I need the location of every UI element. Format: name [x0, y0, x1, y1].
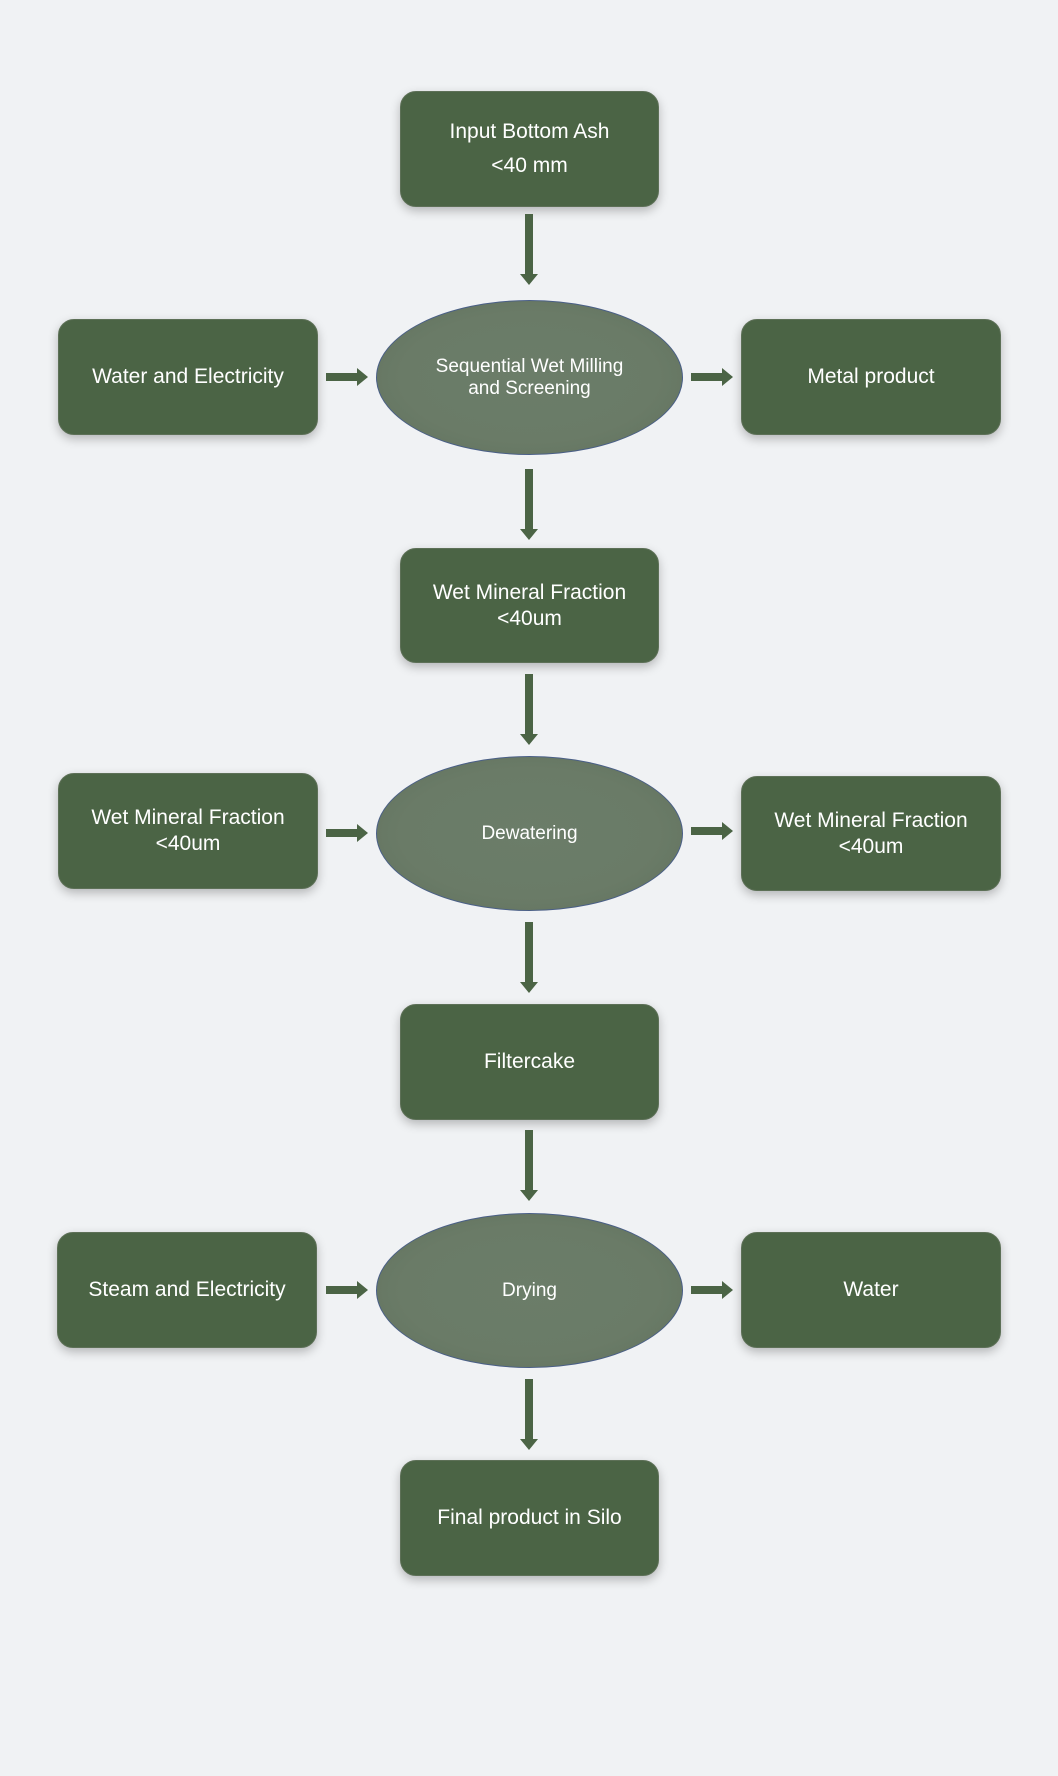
node-wet-mineral-fraction-output: Wet Mineral Fraction <40um	[741, 776, 1001, 891]
arrow-right-dewatering-to-output	[691, 822, 733, 840]
node-label-line-1: Metal product	[807, 365, 935, 388]
node-wet-mineral-fraction: Wet Mineral Fraction <40um	[400, 548, 659, 663]
arrow-down-milling-to-wet-mineral	[520, 469, 538, 540]
process-label-line-1: Sequential Wet Milling	[435, 355, 624, 377]
node-label-line-1: Wet Mineral Fraction	[774, 808, 968, 832]
node-label-line-1: Input Bottom Ash	[449, 120, 610, 143]
arrow-right-input-to-dewatering	[326, 824, 368, 842]
node-label-line-2: <40um	[497, 606, 562, 630]
arrow-down-dewatering-to-filtercake	[520, 922, 538, 993]
node-label-line-2: <40um	[838, 834, 904, 858]
arrow-right-steam-to-drying	[326, 1281, 368, 1299]
arrow-right-water-to-milling	[326, 368, 368, 386]
node-steam-and-electricity: Steam and Electricity	[57, 1232, 317, 1348]
node-label-line-2: <40 mm	[491, 154, 568, 177]
node-water-and-electricity: Water and Electricity	[58, 319, 318, 435]
arrow-down-input-to-milling	[520, 214, 538, 285]
process-label-line-1: Dewatering	[481, 822, 578, 844]
node-label-line-1: Final product in Silo	[437, 1506, 622, 1529]
node-label-line-1: Wet Mineral Fraction	[432, 580, 627, 604]
node-final-product-in-silo: Final product in Silo	[400, 1460, 659, 1576]
arrow-down-wet-mineral-to-dewatering	[520, 674, 538, 745]
node-wet-mineral-fraction-input: Wet Mineral Fraction <40um	[58, 773, 318, 889]
arrow-down-filtercake-to-drying	[520, 1130, 538, 1201]
arrow-down-drying-to-final	[520, 1379, 538, 1450]
node-input-bottom-ash: Input Bottom Ash <40 mm	[400, 91, 659, 207]
node-metal-product: Metal product	[741, 319, 1001, 435]
arrow-right-milling-to-metal	[691, 368, 733, 386]
node-label-line-1: Wet Mineral Fraction	[91, 806, 285, 829]
process-label-line-1: Drying	[502, 1279, 557, 1301]
process-drying: Drying	[376, 1213, 683, 1368]
node-label-line-1: Water	[843, 1278, 899, 1301]
node-label-line-1: Filtercake	[483, 1050, 576, 1073]
node-water-output: Water	[741, 1232, 1001, 1348]
node-label-line-2: <40um	[155, 832, 221, 855]
node-filtercake: Filtercake	[400, 1004, 659, 1120]
process-dewatering: Dewatering	[376, 756, 683, 911]
arrow-right-drying-to-water	[691, 1281, 733, 1299]
node-label-line-1: Steam and Electricity	[88, 1278, 286, 1301]
process-sequential-wet-milling: Sequential Wet Milling and Screening	[376, 300, 683, 455]
process-label-line-2: and Screening	[468, 377, 591, 399]
node-label-line-1: Water and Electricity	[92, 365, 284, 388]
